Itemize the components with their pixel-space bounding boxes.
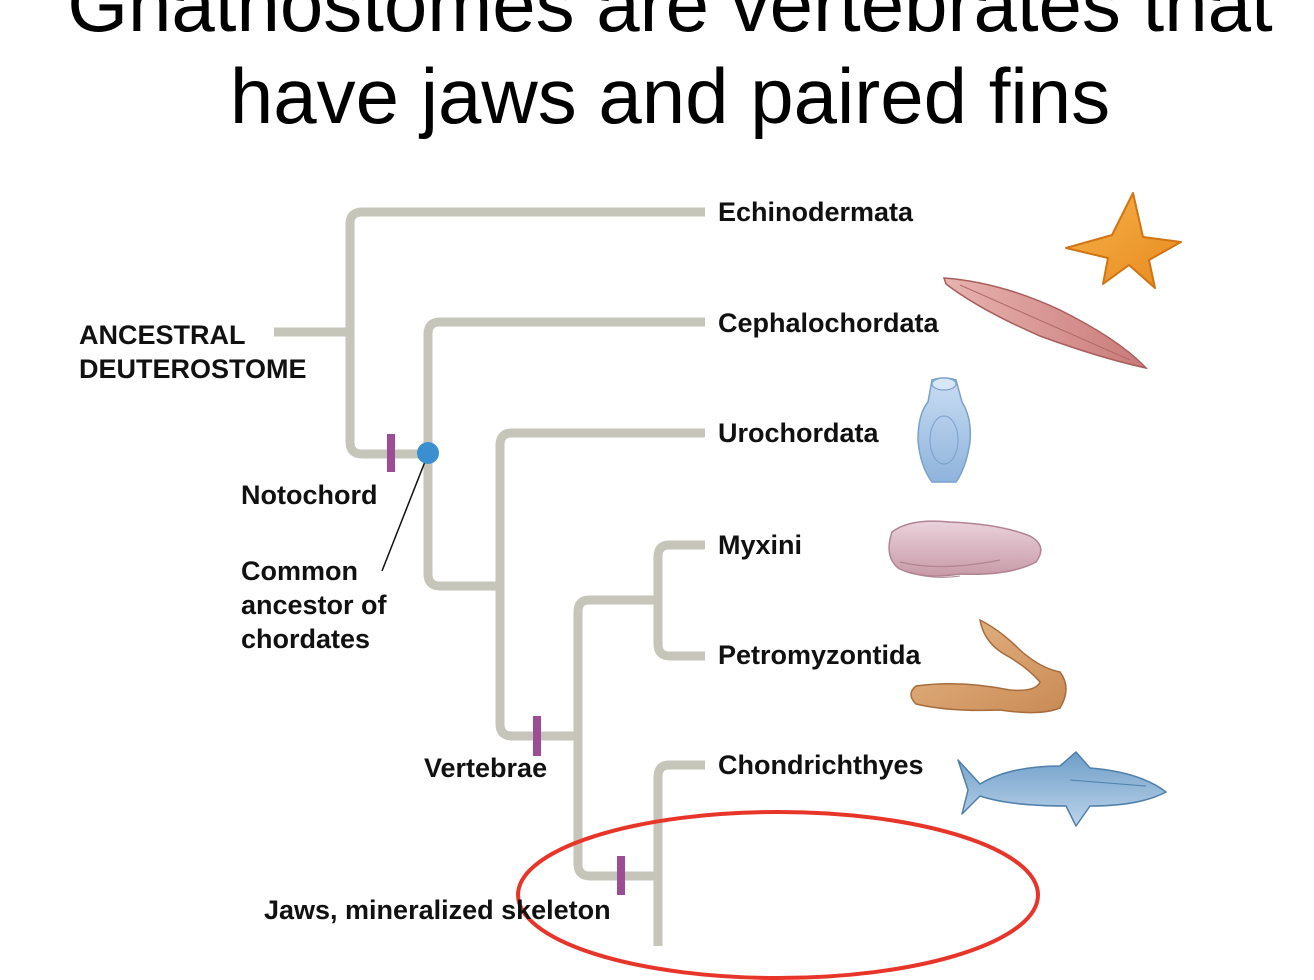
character-label-notochord: Notochord xyxy=(241,480,378,510)
starfish-picture xyxy=(1065,192,1182,289)
ancestor-callout-line-3: chordates xyxy=(241,624,371,654)
taxon-label-cephalochordata: Cephalochordata xyxy=(718,308,939,338)
character-label-vertebrae: Vertebrae xyxy=(424,753,548,783)
tunicate-picture xyxy=(917,377,972,483)
ancestor-leader-line xyxy=(381,453,429,572)
common-ancestor-node xyxy=(417,442,439,464)
title-line-2: have jaws and paired fins xyxy=(229,52,1111,140)
lancelet-picture xyxy=(942,277,1149,370)
character-label-jaws: Jaws, mineralized skeleton xyxy=(264,895,611,925)
branch-echinodermata xyxy=(345,207,705,459)
title-line-1: Gnathostomes are vertebrates that xyxy=(67,0,1273,48)
ancestor-callout-line-2: ancestor of xyxy=(241,590,387,620)
ancestor-callout-label: Common ancestor of chordates xyxy=(241,554,387,656)
lamprey-picture xyxy=(910,618,1067,714)
branch-chondrichthyes xyxy=(653,760,705,946)
root-label-line-2: DEUTEROSTOME xyxy=(79,354,307,384)
hagfish-picture xyxy=(888,520,1042,578)
ancestor-callout-line-1: Common xyxy=(241,556,358,586)
slide-title: Gnathostomes are vertebrates that have j… xyxy=(0,0,1314,142)
taxon-label-echinodermata: Echinodermata xyxy=(718,197,914,227)
taxon-label-petromyzontida: Petromyzontida xyxy=(718,640,921,670)
highlight-ellipse xyxy=(516,810,1040,980)
root-label-line-1: ANCESTRAL xyxy=(79,320,246,350)
branch-urochordata xyxy=(495,428,705,741)
branch-myxini xyxy=(653,540,705,661)
taxon-label-chondrichthyes: Chondrichthyes xyxy=(718,750,924,780)
branch-vertebrate-split xyxy=(573,595,658,881)
shark-picture xyxy=(957,751,1167,827)
root-label: ANCESTRAL DEUTEROSTOME xyxy=(79,318,307,386)
taxon-label-myxini: Myxini xyxy=(718,530,803,560)
taxon-label-urochordata: Urochordata xyxy=(718,418,879,448)
character-marks xyxy=(387,434,625,895)
